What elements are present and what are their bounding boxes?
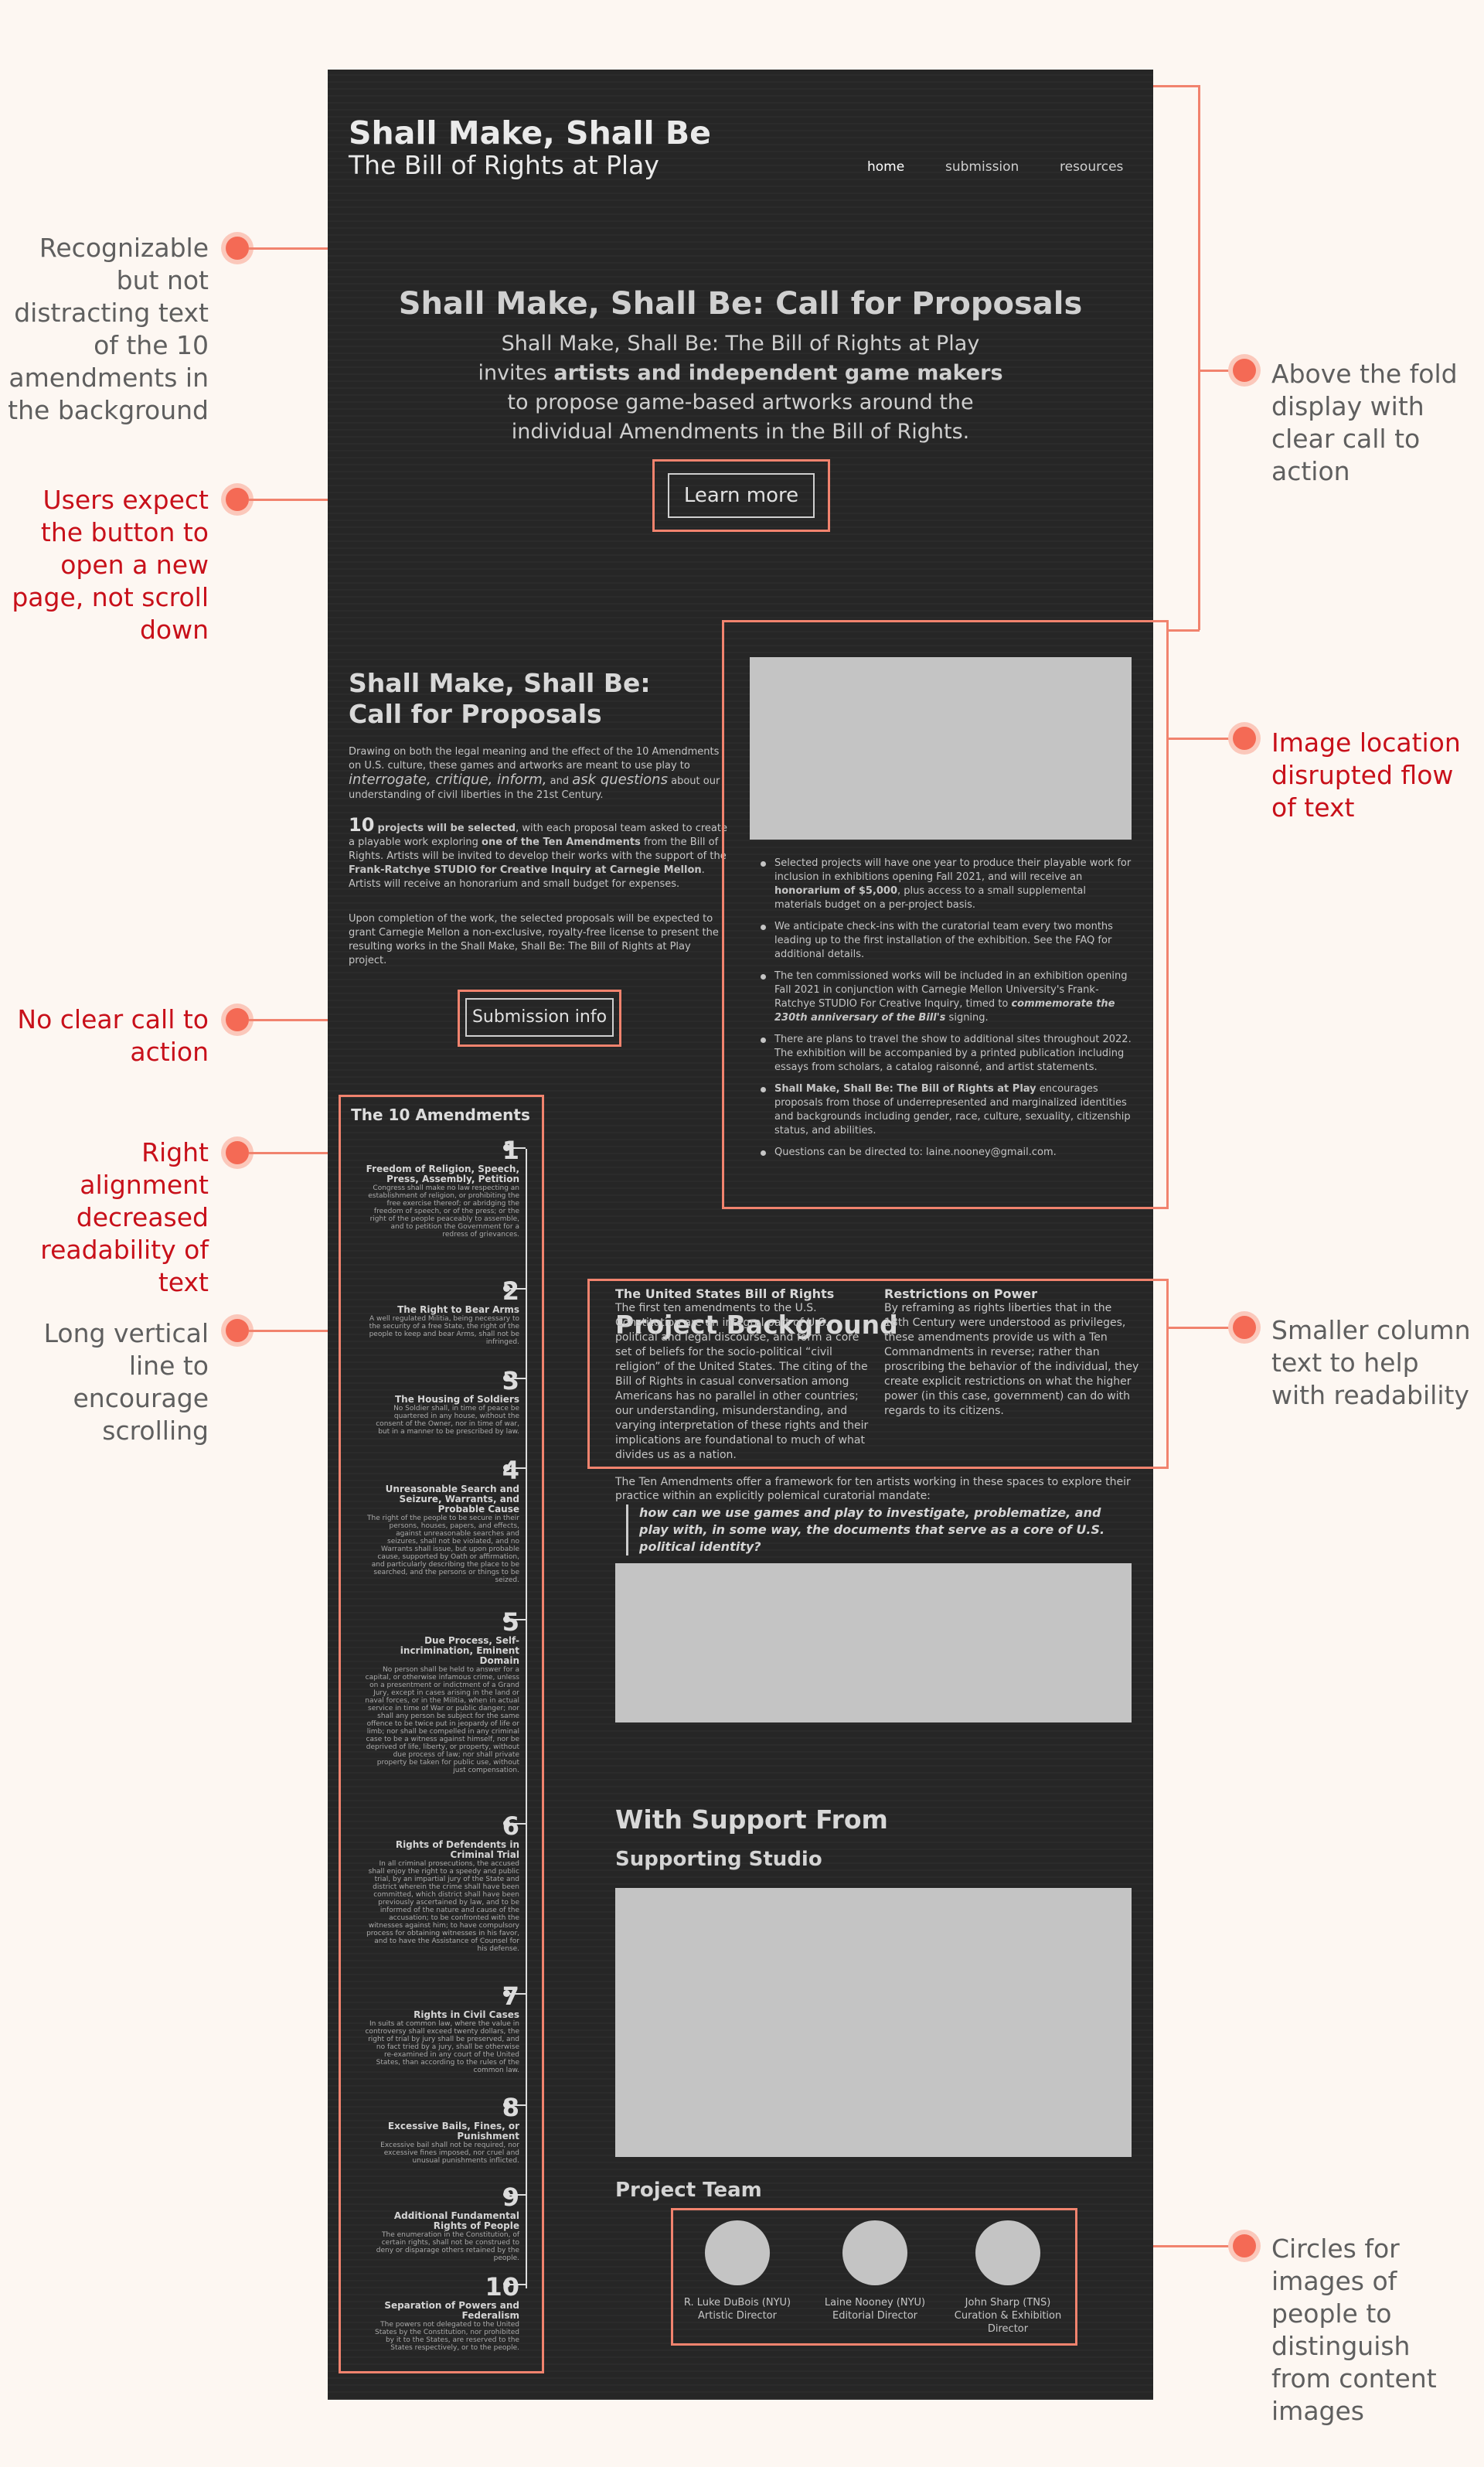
mandate-quote: how can we use games and play to investi…	[626, 1504, 1132, 1556]
annotation-no-cta: No clear call to action	[17, 1004, 209, 1067]
team-member: John Sharp (TNS)Curation & Exhibition Di…	[946, 2220, 1070, 2336]
website-mockup: Shall Make, Shall Be The Bill of Rights …	[328, 70, 1169, 2400]
annotation-connector	[1169, 738, 1244, 740]
annotation-image-location: Image location disrupted flow of text	[1271, 727, 1461, 823]
annotation-bracket	[1198, 85, 1200, 630]
timeline-line	[526, 1149, 527, 2288]
annotation-connector	[249, 1330, 340, 1332]
framework-text: The Ten Amendments offer a framework for…	[615, 1476, 1131, 1502]
annotation-dot	[1233, 2234, 1256, 2257]
amendments-title: The 10 Amendments	[351, 1106, 530, 1124]
annotation-dot	[226, 488, 249, 511]
timeline-node	[503, 1144, 526, 1151]
annotation-highlight	[339, 1095, 544, 2373]
timeline-node	[503, 1990, 526, 1997]
annotation-long-line: Long vertical line to encourage scrollin…	[43, 1318, 209, 1446]
timeline-node	[503, 2101, 526, 2108]
annotation-highlight	[587, 1279, 1169, 1469]
timeline-node	[503, 2191, 526, 2198]
team-member: Laine Nooney (NYU)Editorial Director	[813, 2220, 937, 2322]
site-subtitle: The Bill of Rights at Play	[349, 150, 659, 180]
content-image	[750, 657, 1132, 840]
annotation-dot	[1233, 1316, 1256, 1339]
annotation-recognizable: Recognizable but not distracting text of…	[8, 233, 209, 425]
team-member: R. Luke DuBois (NYU)Artistic Director	[676, 2220, 799, 2322]
annotation-smaller-column: Smaller column text to help with readabi…	[1271, 1315, 1471, 1410]
annotation-bracket	[1153, 85, 1200, 87]
annotation-dot	[1233, 727, 1256, 750]
annotation-above-fold: Above the fold display with clear call t…	[1271, 359, 1458, 486]
list-item: Shall Make, Shall Be: The Bill of Rights…	[757, 1082, 1136, 1138]
annotation-highlight	[722, 620, 1169, 1209]
annotation-connector	[1169, 1327, 1244, 1329]
annotation-highlight	[458, 990, 621, 1047]
nav-resources[interactable]: resources	[1060, 159, 1124, 175]
hero-title: Shall Make, Shall Be: Call for Proposals	[398, 286, 1083, 322]
list-item: We anticipate check-ins with the curator…	[757, 920, 1136, 962]
avatar	[705, 2220, 770, 2285]
annotation-dot	[1233, 359, 1256, 382]
learn-more-button[interactable]: Learn more	[668, 473, 815, 518]
annotation-bracket	[1169, 629, 1200, 632]
project-team-label: Project Team	[615, 2179, 762, 2202]
annotation-connector	[249, 1152, 340, 1154]
timeline-node	[503, 1616, 526, 1623]
support-title: With Support From	[615, 1804, 888, 1835]
annotation-circles: Circles for images of people to distingu…	[1271, 2234, 1437, 2426]
site-title[interactable]: Shall Make, Shall Be	[349, 114, 711, 152]
background-title: Project Background	[615, 1310, 898, 1340]
nav-submission[interactable]: submission	[945, 159, 1019, 175]
avatar	[842, 2220, 907, 2285]
background-column-1: The United States Bill of Rights The fir…	[615, 1286, 869, 1461]
background-column-2: Restrictions on Power By reframing as ri…	[884, 1286, 1139, 1417]
annotation-dot	[226, 1319, 249, 1342]
hero-subtitle: Shall Make, Shall Be: The Bill of Rights…	[478, 332, 1003, 444]
list-item: Questions can be directed to: laine.noon…	[757, 1146, 1136, 1160]
supporting-studio-label: Supporting Studio	[615, 1848, 822, 1871]
annotation-connector	[249, 247, 328, 250]
list-item: The ten commissioned works will be inclu…	[757, 969, 1136, 1025]
studio-image	[615, 1888, 1132, 2157]
avatar	[975, 2220, 1040, 2285]
proposals-paragraph-1: Drawing on both the legal meaning and th…	[349, 746, 720, 801]
annotation-dot	[226, 1008, 249, 1031]
annotation-connector	[1198, 370, 1244, 372]
annotation-dot	[226, 1141, 249, 1164]
timeline-node	[503, 1820, 526, 1827]
annotation-users-expect: Users expect the button to open a new pa…	[12, 485, 209, 645]
proposals-paragraph-3: Upon completion of the work, the selecte…	[349, 913, 719, 966]
nav-home[interactable]: home	[867, 159, 905, 175]
details-list: Selected projects will have one year to …	[757, 857, 1136, 1167]
list-item: There are plans to travel the show to ad…	[757, 1033, 1136, 1075]
timeline-node	[503, 1375, 526, 1382]
timeline-node	[503, 1464, 526, 1471]
proposals-title: Shall Make, Shall Be: Call for Proposals	[349, 668, 651, 729]
list-item: Selected projects will have one year to …	[757, 857, 1136, 912]
annotation-connector	[1076, 2245, 1244, 2247]
annotation-highlight	[671, 2208, 1077, 2346]
submission-info-button[interactable]: Submission info	[465, 998, 614, 1037]
annotation-highlight	[652, 459, 830, 532]
content-image	[615, 1563, 1132, 1722]
timeline-node	[503, 1285, 526, 1292]
timeline-node	[503, 2281, 526, 2288]
annotation-dot	[226, 237, 249, 260]
proposals-paragraph-2: 10 projects will be selected, with each …	[349, 814, 727, 890]
annotation-right-align: Right alignment decreased readability of…	[40, 1137, 209, 1297]
